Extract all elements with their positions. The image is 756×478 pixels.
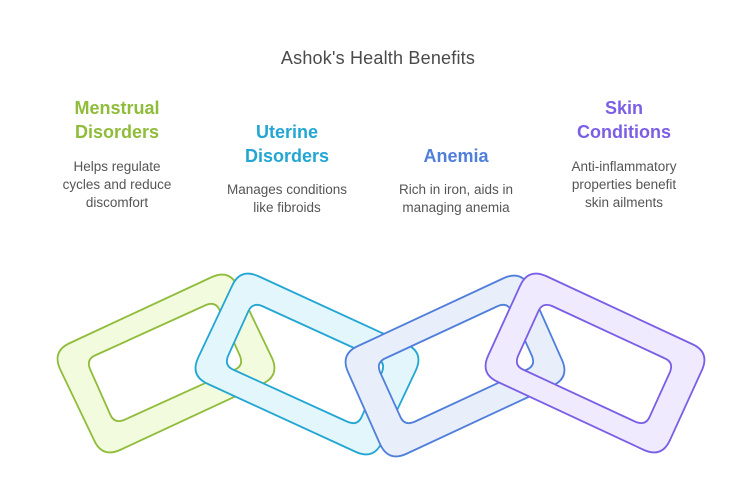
heading-line: Conditions: [577, 122, 671, 142]
description-line: cycles and reduce: [62, 177, 172, 192]
chain-link-uterine: [194, 272, 420, 456]
benefit-heading: Uterine Disorders: [207, 120, 367, 168]
description-line: Manages conditions: [226, 182, 348, 197]
benefit-description: Manages conditions like fibroids: [207, 181, 367, 217]
benefit-description: Rich in iron, aids in managing anemia: [378, 181, 534, 217]
description-line: properties benefit: [571, 177, 677, 192]
description-line: Helps regulate: [73, 159, 161, 174]
chain-link-skin: [484, 272, 706, 454]
heading-line: Skin: [604, 98, 643, 118]
diagram-title: Ashok's Health Benefits: [280, 48, 476, 68]
heading-line: Uterine: [255, 122, 318, 142]
benefit-uterine-disorders: Uterine Disorders Manages conditions lik…: [207, 120, 367, 217]
description-line: discomfort: [85, 195, 149, 210]
description-line: skin ailments: [584, 195, 664, 210]
benefit-heading: Menstrual Disorders: [42, 96, 192, 144]
benefit-anemia: Anemia Rich in iron, aids in managing an…: [378, 144, 534, 217]
heading-line: Disorders: [74, 122, 160, 142]
benefit-heading: Anemia: [378, 144, 534, 168]
heading-line: Anemia: [423, 146, 489, 166]
benefit-heading: Skin Conditions: [546, 96, 702, 144]
description-line: Anti-inflammatory: [571, 159, 677, 174]
benefit-description: Helps regulate cycles and reduce discomf…: [42, 158, 192, 212]
heading-line: Disorders: [244, 146, 330, 166]
description-line: like fibroids: [253, 200, 321, 215]
benefit-menstrual-disorders: Menstrual Disorders Helps regulate cycle…: [42, 96, 192, 212]
benefit-description: Anti-inflammatory properties benefit ski…: [546, 158, 702, 212]
description-line: managing anemia: [402, 200, 510, 215]
description-line: Rich in iron, aids in: [398, 182, 514, 197]
benefit-skin-conditions: Skin Conditions Anti-inflammatory proper…: [546, 96, 702, 212]
heading-line: Menstrual: [74, 98, 160, 118]
